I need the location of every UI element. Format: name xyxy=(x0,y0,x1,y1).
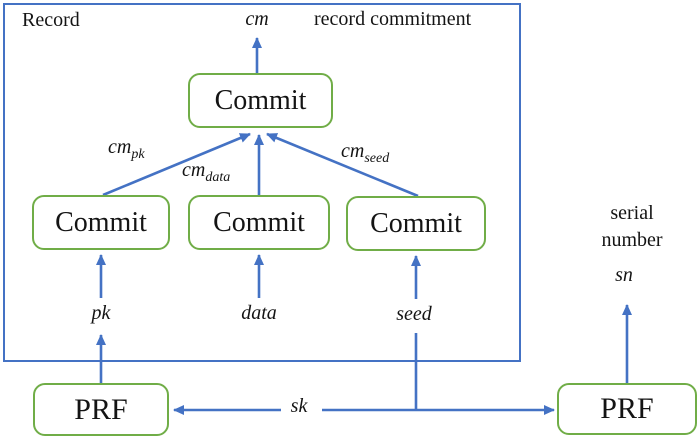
sk-input-label: sk xyxy=(290,395,308,417)
sn-output-label: sn xyxy=(615,264,633,286)
record-frame-title: Record xyxy=(22,9,80,31)
commit-pk-box: Commit xyxy=(32,195,170,250)
edge-label-cm-seed: cmseed xyxy=(341,140,390,166)
record-boundary-box xyxy=(3,3,521,362)
edge-label-cm-pk: cmpk xyxy=(108,136,145,162)
commit-pk-label: Commit xyxy=(55,206,147,238)
edge-label-cm-data-base: cm xyxy=(182,159,206,181)
commit-top-label: Commit xyxy=(214,84,307,116)
cmseed-edge-arrow xyxy=(266,132,419,198)
commit-seed-box: Commit xyxy=(346,196,486,251)
prf-left-label: PRF xyxy=(74,392,128,426)
edge-label-cm-pk-sub: pk xyxy=(131,147,145,162)
record-commitment-caption: record commitment xyxy=(314,8,472,30)
seed-input-label: seed xyxy=(396,303,432,325)
edge-label-cm-data: cmdata xyxy=(182,159,231,185)
commit-data-label: Commit xyxy=(213,206,305,238)
edge-label-cm-seed-base: cm xyxy=(341,140,365,162)
data-input-label: data xyxy=(241,302,277,324)
pk-input-label: pk xyxy=(91,302,111,324)
serial-number-caption-line2: number xyxy=(601,229,663,251)
commit-seed-label: Commit xyxy=(370,207,462,239)
serial-number-caption: serial number xyxy=(570,200,694,254)
commit-data-box: Commit xyxy=(188,195,330,250)
edge-label-cm-seed-sub: seed xyxy=(364,151,390,166)
prf-left-box: PRF xyxy=(33,383,169,436)
cmpk-edge-arrow xyxy=(102,132,251,197)
edge-label-cm-pk-base: cm xyxy=(108,136,132,158)
cm-output-label: cm xyxy=(245,8,269,30)
prf-right-box: PRF xyxy=(557,383,697,435)
commit-top-box: Commit xyxy=(188,73,333,128)
prf-right-label: PRF xyxy=(600,392,654,425)
edge-label-cm-data-sub: data xyxy=(205,170,231,185)
serial-number-caption-line1: serial xyxy=(610,202,654,224)
